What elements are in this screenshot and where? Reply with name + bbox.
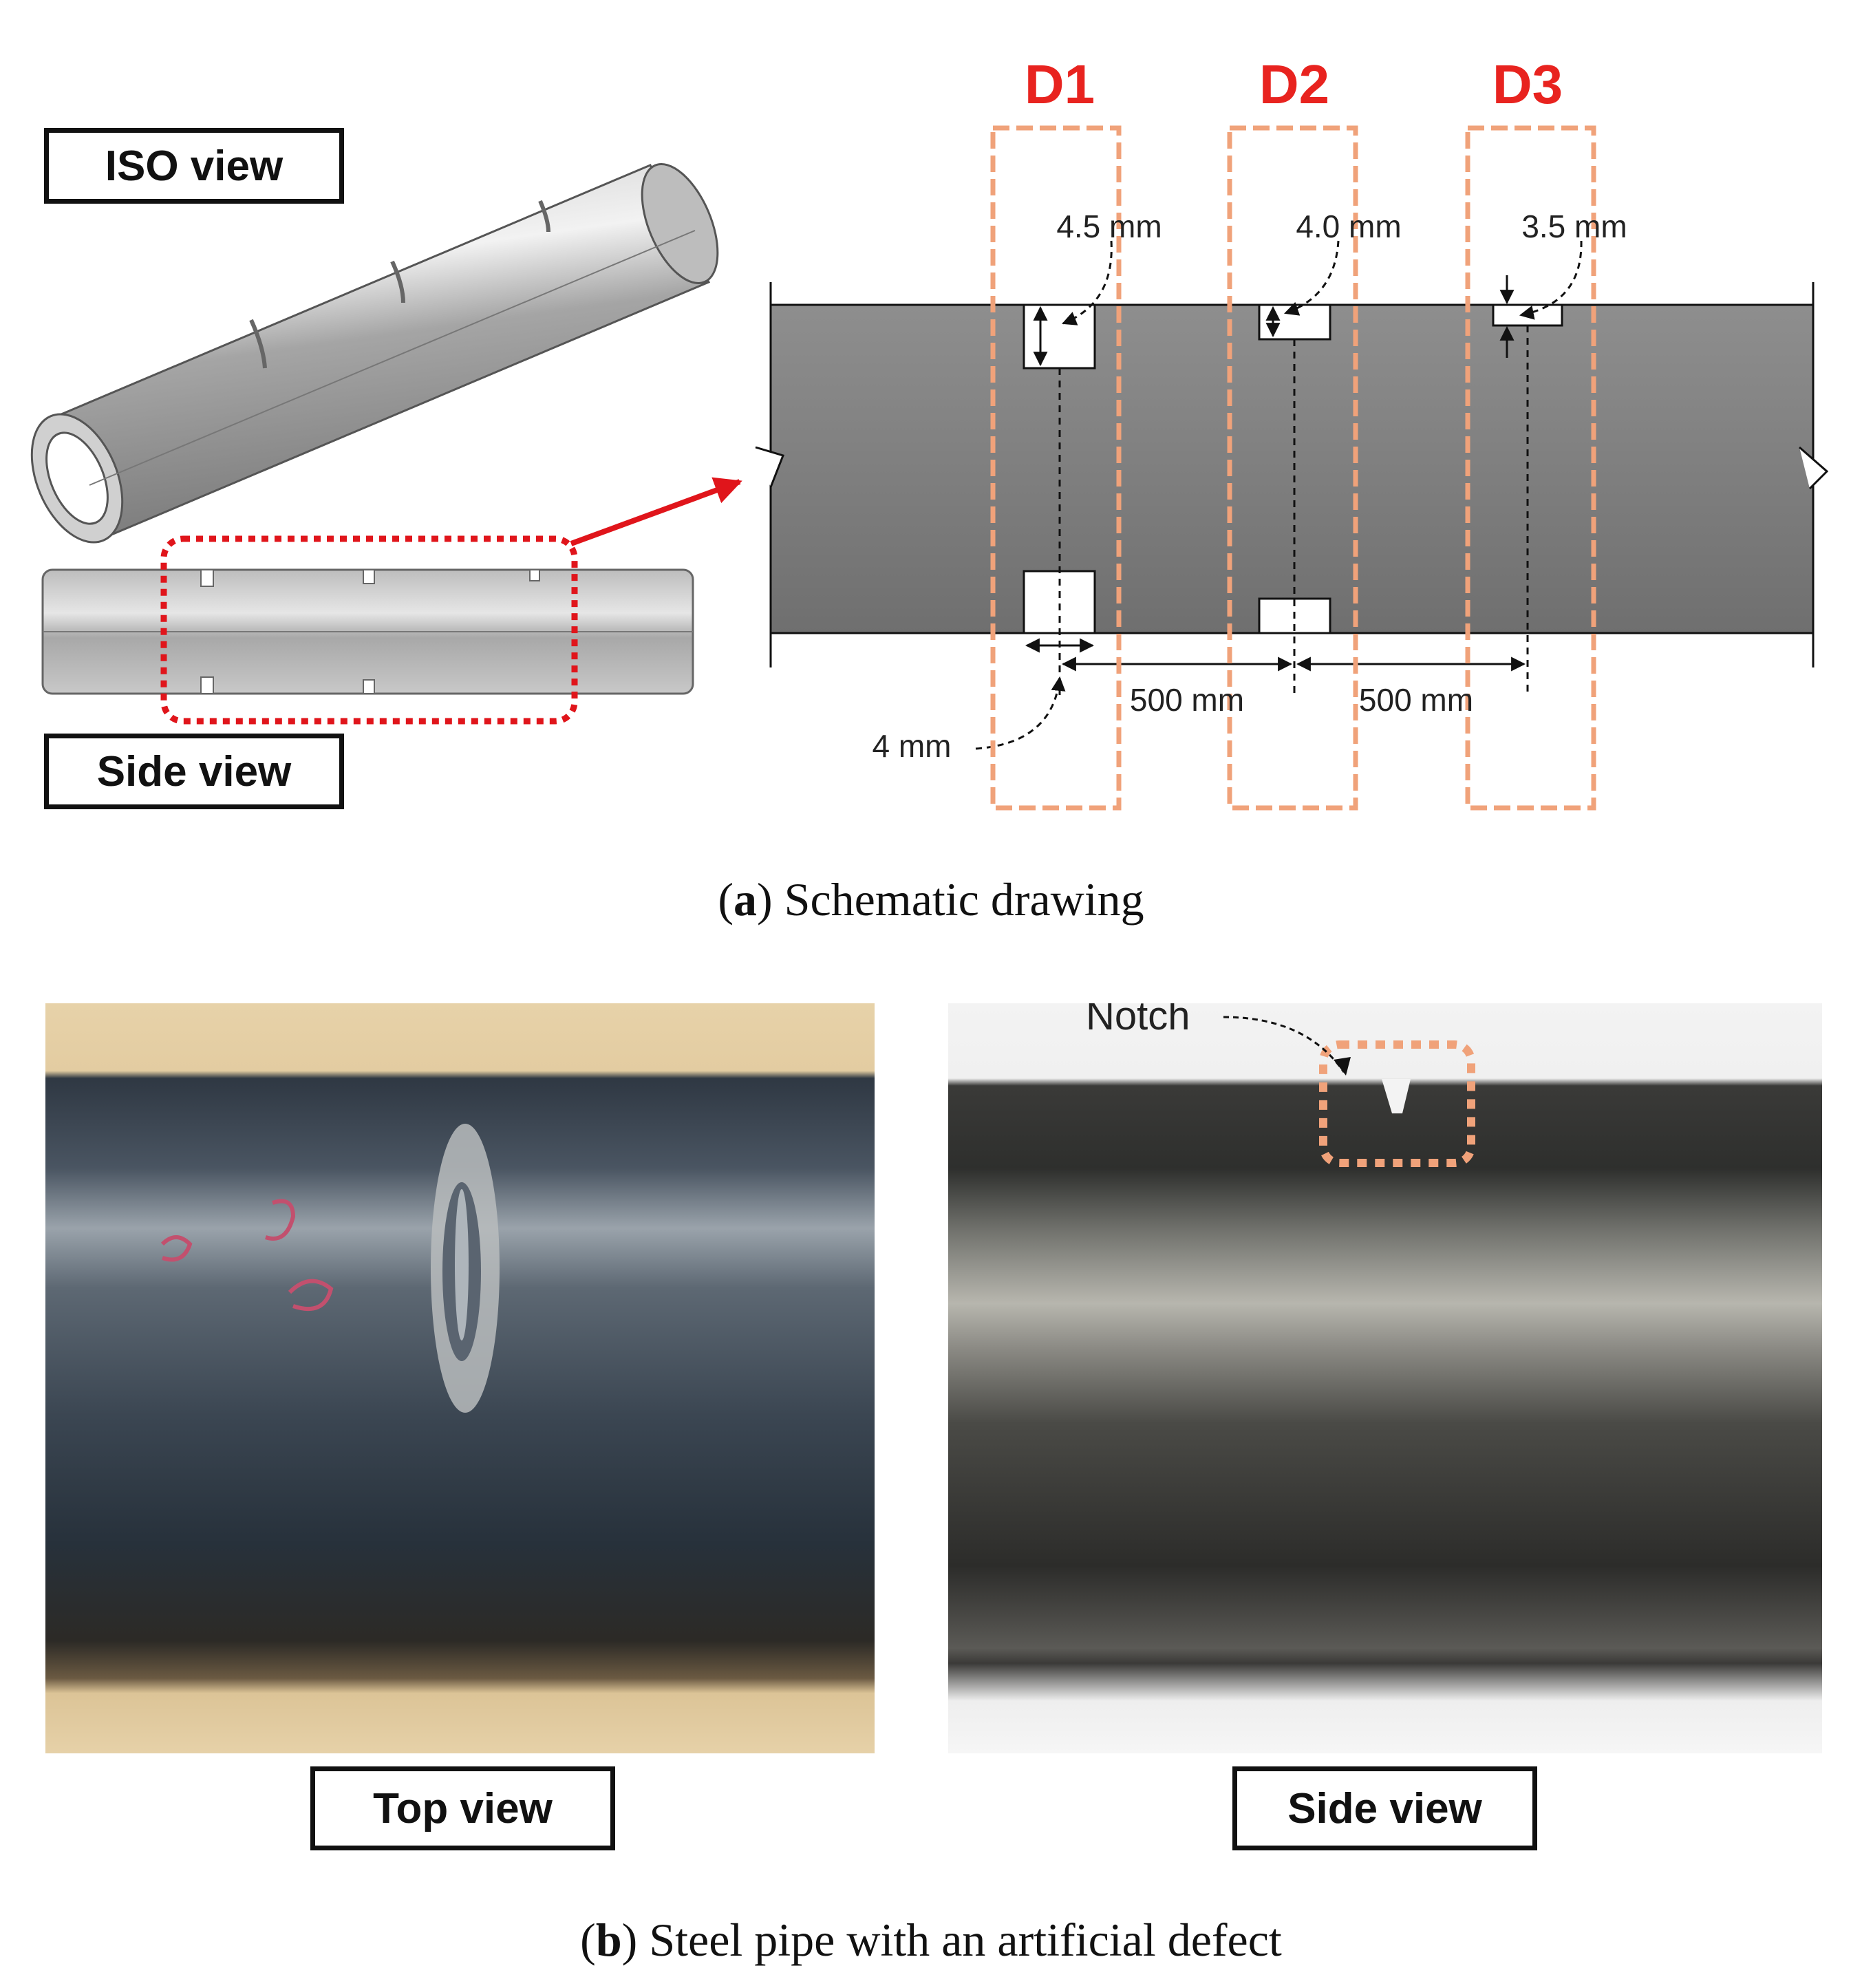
defect-id-d2: D2 <box>1259 54 1329 115</box>
side-view-photo-label: Side view <box>1232 1766 1537 1850</box>
notch-label: Notch <box>1086 1003 1190 1038</box>
defect-id-d3: D3 <box>1492 54 1563 115</box>
iso-view-label: ISO view <box>44 128 344 204</box>
schematic-drawing: D1 D2 D3 4.5 mm 4.0 mm 3.5 mm 4 mm 500 m… <box>30 54 1829 811</box>
notch-marking <box>160 1124 500 1413</box>
spacing-label-1: 500 mm <box>1130 682 1244 718</box>
side-photo-overlay: Notch <box>1086 1003 1475 1167</box>
highlight-box <box>160 535 578 725</box>
top-view-label: Top view <box>310 1766 615 1850</box>
depth-label-d2: 4.0 mm <box>1296 209 1401 244</box>
depth-label-d3: 3.5 mm <box>1521 209 1627 244</box>
caption-a: (a) Schematic drawing <box>718 873 1144 926</box>
zoom-arrow <box>570 477 742 546</box>
defect-box-d1 <box>990 125 1122 811</box>
side-pipe <box>41 568 694 695</box>
depth-label-d1: 4.5 mm <box>1056 209 1162 244</box>
schematic-pipe <box>755 240 1829 750</box>
side-view-label: Side view <box>44 734 344 809</box>
iso-pipe <box>30 163 719 544</box>
defect-box-d2 <box>1227 125 1358 811</box>
notch-highlight-box <box>1319 1040 1475 1167</box>
top-view-photo <box>45 1003 875 1753</box>
defect-id-d1: D1 <box>1025 54 1095 115</box>
spacing-label-2: 500 mm <box>1359 682 1473 718</box>
caption-b: (b) Steel pipe with an artificial defect <box>580 1914 1282 1966</box>
side-view-photo: Notch <box>948 1003 1822 1753</box>
width-label: 4 mm <box>873 728 952 764</box>
defect-box-d3 <box>1465 125 1596 811</box>
